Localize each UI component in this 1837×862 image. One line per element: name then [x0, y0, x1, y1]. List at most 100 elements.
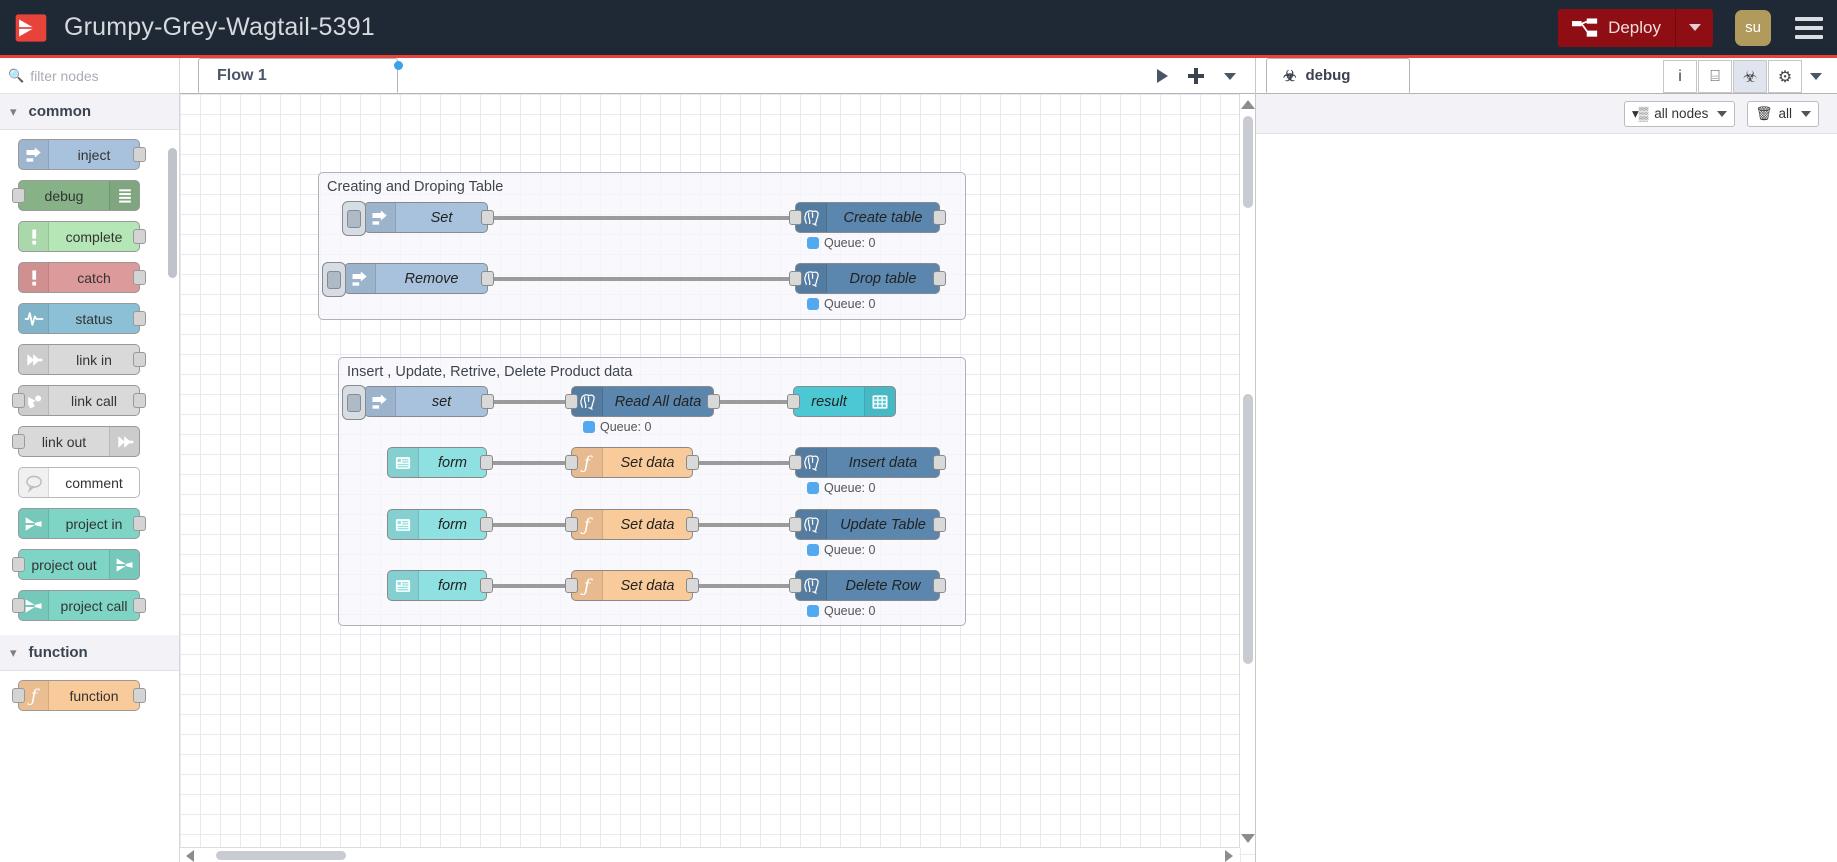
node-input-port[interactable]: [12, 188, 25, 203]
flow-wire[interactable]: [487, 584, 573, 588]
vscroll-thumb[interactable]: [1243, 394, 1253, 664]
search-input[interactable]: [30, 67, 171, 84]
node-input-port[interactable]: [12, 434, 25, 449]
palette-node-complete[interactable]: complete: [18, 221, 146, 252]
scroll-left-button[interactable]: [184, 849, 196, 862]
debug-filter-dropdown[interactable]: ▾▒ all nodes: [1623, 100, 1736, 127]
flow-wire[interactable]: [693, 523, 796, 527]
help-tab-button[interactable]: ⌸: [1698, 60, 1732, 93]
debug-tab-button[interactable]: ☣: [1733, 60, 1767, 93]
node-output-port[interactable]: [933, 455, 946, 470]
palette-scrollbar-thumb[interactable]: [168, 148, 177, 278]
user-avatar[interactable]: su: [1735, 9, 1771, 46]
node-input-port[interactable]: [12, 688, 25, 703]
node-output-port[interactable]: [481, 394, 494, 409]
node-output-port[interactable]: [686, 517, 699, 532]
palette-node-debug[interactable]: debug: [12, 180, 140, 211]
main-menu-button[interactable]: [1795, 16, 1823, 39]
node-output-port[interactable]: [686, 455, 699, 470]
palette-node-inject[interactable]: inject: [18, 139, 146, 170]
inject-trigger-button[interactable]: [342, 201, 366, 236]
node-output-port[interactable]: [480, 517, 493, 532]
node-output-port[interactable]: [133, 393, 146, 408]
flow-node-read-all-data[interactable]: Read All data: [565, 386, 720, 417]
node-input-port[interactable]: [789, 578, 802, 593]
debug-message-list[interactable]: [1256, 134, 1837, 862]
vscroll-thumb-top[interactable]: [1243, 116, 1253, 208]
flow-node-insert-data[interactable]: Insert data: [789, 447, 946, 478]
node-output-port[interactable]: [686, 578, 699, 593]
node-input-port[interactable]: [789, 210, 802, 225]
node-input-port[interactable]: [787, 394, 800, 409]
run-button[interactable]: [1147, 62, 1177, 90]
canvas-vertical-scrollbar[interactable]: [1239, 94, 1255, 848]
canvas-horizontal-scrollbar[interactable]: [180, 847, 1239, 862]
node-output-port[interactable]: [481, 210, 494, 225]
node-input-port[interactable]: [789, 455, 802, 470]
flow-node-form[interactable]: form: [387, 447, 493, 478]
scroll-down-button[interactable]: [1241, 832, 1255, 844]
node-output-port[interactable]: [133, 270, 146, 285]
flow-node-delete-row[interactable]: Delete Row: [789, 570, 946, 601]
node-input-port[interactable]: [789, 271, 802, 286]
flow-node-remove[interactable]: Remove: [322, 262, 494, 297]
palette-node-project-call[interactable]: project call: [12, 590, 146, 621]
node-output-port[interactable]: [133, 311, 146, 326]
sidebar-more-button[interactable]: [1803, 60, 1829, 93]
node-output-port[interactable]: [133, 598, 146, 613]
palette-node-catch[interactable]: catch: [18, 262, 146, 293]
inject-trigger-button[interactable]: [342, 385, 366, 420]
info-tab-button[interactable]: i: [1663, 60, 1697, 93]
flow-node-form[interactable]: form: [387, 509, 493, 540]
node-input-port[interactable]: [789, 517, 802, 532]
flow-node-update-table[interactable]: Update Table: [789, 509, 946, 540]
node-input-port[interactable]: [12, 393, 25, 408]
flow-menu-button[interactable]: [1215, 62, 1245, 90]
flow-wire[interactable]: [487, 523, 573, 527]
palette-scrollbar[interactable]: [168, 102, 177, 692]
flow-node-set[interactable]: Set: [342, 201, 494, 236]
node-output-port[interactable]: [133, 516, 146, 531]
hscroll-thumb[interactable]: [216, 851, 346, 860]
scroll-up-button[interactable]: [1241, 98, 1255, 110]
flow-group[interactable]: Creating and Droping Table: [318, 172, 966, 320]
node-input-port[interactable]: [565, 517, 578, 532]
inject-trigger-button[interactable]: [322, 262, 346, 297]
scroll-right-button[interactable]: [1223, 849, 1235, 862]
flow-wire[interactable]: [693, 461, 796, 465]
deploy-button[interactable]: Deploy: [1558, 8, 1713, 47]
palette-node-comment[interactable]: comment: [18, 467, 140, 498]
flow-node-set[interactable]: set: [342, 385, 494, 420]
node-input-port[interactable]: [12, 557, 25, 572]
flow-node-result[interactable]: result: [787, 386, 896, 417]
node-output-port[interactable]: [133, 688, 146, 703]
palette-category-common[interactable]: ▾common: [0, 94, 179, 130]
config-tab-button[interactable]: ⚙: [1768, 60, 1802, 93]
node-output-port[interactable]: [133, 229, 146, 244]
add-flow-button[interactable]: [1181, 62, 1211, 90]
flow-node-create-table[interactable]: Create table: [789, 202, 946, 233]
palette-category-function[interactable]: ▾function: [0, 635, 179, 671]
flow-wire[interactable]: [488, 400, 573, 404]
node-output-port[interactable]: [933, 210, 946, 225]
node-output-port[interactable]: [133, 352, 146, 367]
node-output-port[interactable]: [481, 271, 494, 286]
deploy-options-button[interactable]: [1675, 8, 1713, 47]
node-output-port[interactable]: [707, 394, 720, 409]
node-output-port[interactable]: [133, 147, 146, 162]
flow-wire[interactable]: [693, 584, 796, 588]
tab-debug[interactable]: ☣ debug: [1266, 58, 1410, 93]
palette-node-link-in[interactable]: link in: [18, 344, 146, 375]
palette-search[interactable]: 🔍: [0, 58, 179, 94]
palette-node-link-out[interactable]: link out: [12, 426, 140, 457]
tab-flow-1[interactable]: Flow 1: [198, 58, 403, 93]
palette-node-project-in[interactable]: project in: [18, 508, 146, 539]
flow-wire[interactable]: [488, 216, 796, 220]
flow-wire[interactable]: [488, 277, 796, 281]
flow-wire[interactable]: [487, 461, 573, 465]
node-input-port[interactable]: [565, 455, 578, 470]
